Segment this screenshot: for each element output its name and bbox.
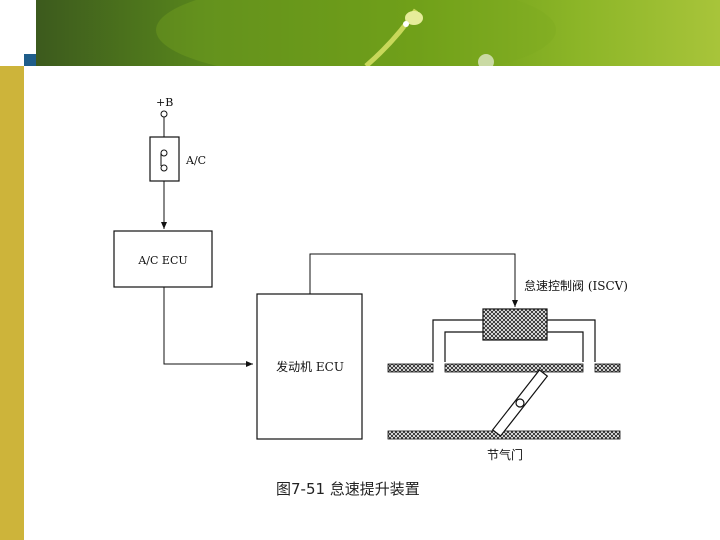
leaf-graphic: [156, 0, 556, 66]
left-accent-bar: [0, 66, 24, 540]
ac-ecu-box: [113, 230, 213, 288]
intake-wall-top-left: [387, 363, 434, 373]
ac-switch-label: A/C: [185, 154, 206, 167]
engine-ecu-label: 发动机 ECU: [276, 359, 344, 374]
throttle-label: 节气门: [487, 447, 523, 462]
power-terminal: [160, 110, 168, 118]
wire-acecu-to-engine: [163, 287, 253, 367]
bypass-inner-left: [444, 331, 483, 362]
engine-ecu-box: [256, 293, 363, 440]
bypass-outer-left: [432, 319, 483, 362]
figure-caption: 图7-51 怠速提升装置: [276, 480, 420, 498]
intake-wall-top-middle: [444, 363, 584, 373]
switch-contact-bottom: [160, 164, 168, 172]
throttle-shaft: [515, 398, 525, 408]
wire-engine-to-iscv: [309, 253, 518, 307]
power-label: +B: [156, 96, 173, 109]
iscv-valve: [482, 308, 548, 341]
header-banner: [36, 0, 720, 66]
iscv-label: 怠速控制阀 (ISCV): [524, 279, 628, 293]
ac-ecu-label: A/C ECU: [137, 254, 187, 267]
accent-square: [24, 54, 36, 66]
ac-switch: [149, 136, 180, 182]
bypass-outer-right: [547, 319, 596, 362]
intake-wall-top-right: [594, 363, 621, 373]
switch-contact-top: [160, 149, 168, 157]
bypass-inner-right: [547, 331, 584, 362]
